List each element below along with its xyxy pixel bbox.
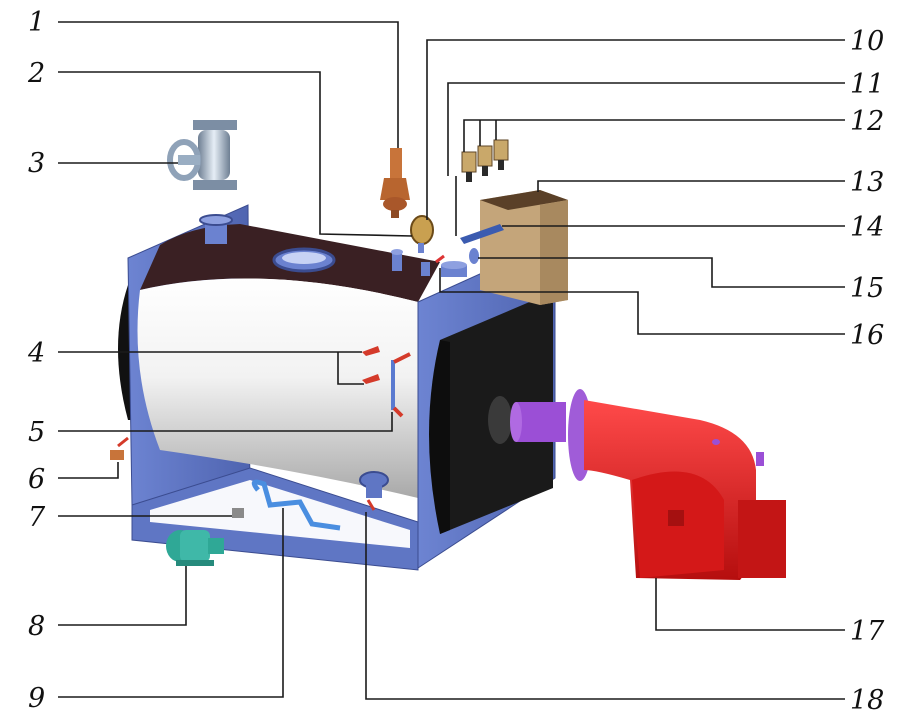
- label-4: 4: [27, 338, 45, 369]
- leader-lines: [58, 21, 845, 700]
- callout-numbers-right: 10 11 12 13 14 15 16 17 18: [850, 26, 885, 716]
- label-18: 18: [850, 685, 884, 716]
- label-2: 2: [27, 58, 45, 89]
- steam-nozzle: [205, 222, 227, 244]
- leader-8: [58, 566, 187, 626]
- label-13: 13: [850, 167, 884, 198]
- pressure-gauge: [410, 215, 434, 253]
- label-7: 7: [28, 502, 46, 533]
- leader-4b: [337, 352, 364, 385]
- burner-port: [488, 396, 512, 444]
- leader-16: [439, 268, 845, 335]
- shell-cylinder: [137, 278, 418, 498]
- label-1: 1: [28, 7, 45, 38]
- feed-pump: [166, 530, 224, 566]
- callout-numbers-left: 1 2 3 4 5 6 7 8 9: [27, 7, 46, 714]
- label-15: 15: [850, 273, 884, 304]
- water-level-glass: [391, 352, 411, 418]
- label-8: 8: [28, 611, 45, 642]
- label-16: 16: [850, 320, 884, 351]
- leader-18: [365, 512, 845, 700]
- label-11: 11: [850, 69, 884, 100]
- base-frame-inner: [150, 480, 410, 548]
- leader-9: [58, 508, 284, 698]
- safety-valve: [380, 148, 410, 218]
- drain-valve: [359, 471, 389, 511]
- blowdown-valve: [110, 436, 129, 460]
- leader-11: [447, 82, 845, 176]
- leader-15: [478, 257, 845, 288]
- label-14: 14: [850, 212, 884, 243]
- leader-2: [58, 71, 413, 237]
- leader-12: [463, 119, 845, 152]
- burner: [510, 389, 786, 580]
- leader-10: [426, 39, 845, 220]
- pressure-switches: [461, 139, 509, 182]
- leader-1: [58, 21, 399, 148]
- label-17: 17: [850, 616, 885, 647]
- control-panel: [480, 190, 568, 305]
- top-fittings: [435, 248, 479, 264]
- label-5: 5: [28, 417, 45, 448]
- front-door-round: [429, 340, 450, 534]
- sight-cocks: [362, 346, 380, 384]
- leader-5: [58, 412, 393, 432]
- leader-17: [655, 578, 845, 631]
- label-6: 6: [28, 464, 45, 495]
- leader-6: [58, 462, 119, 479]
- label-9: 9: [28, 683, 45, 714]
- feed-piping: [232, 479, 341, 531]
- water-level-gauge: [460, 224, 504, 244]
- label-12: 12: [850, 106, 884, 137]
- label-3: 3: [28, 148, 45, 179]
- leader-13: [537, 180, 845, 192]
- main-steam-valve: [167, 120, 237, 190]
- label-10: 10: [850, 26, 884, 57]
